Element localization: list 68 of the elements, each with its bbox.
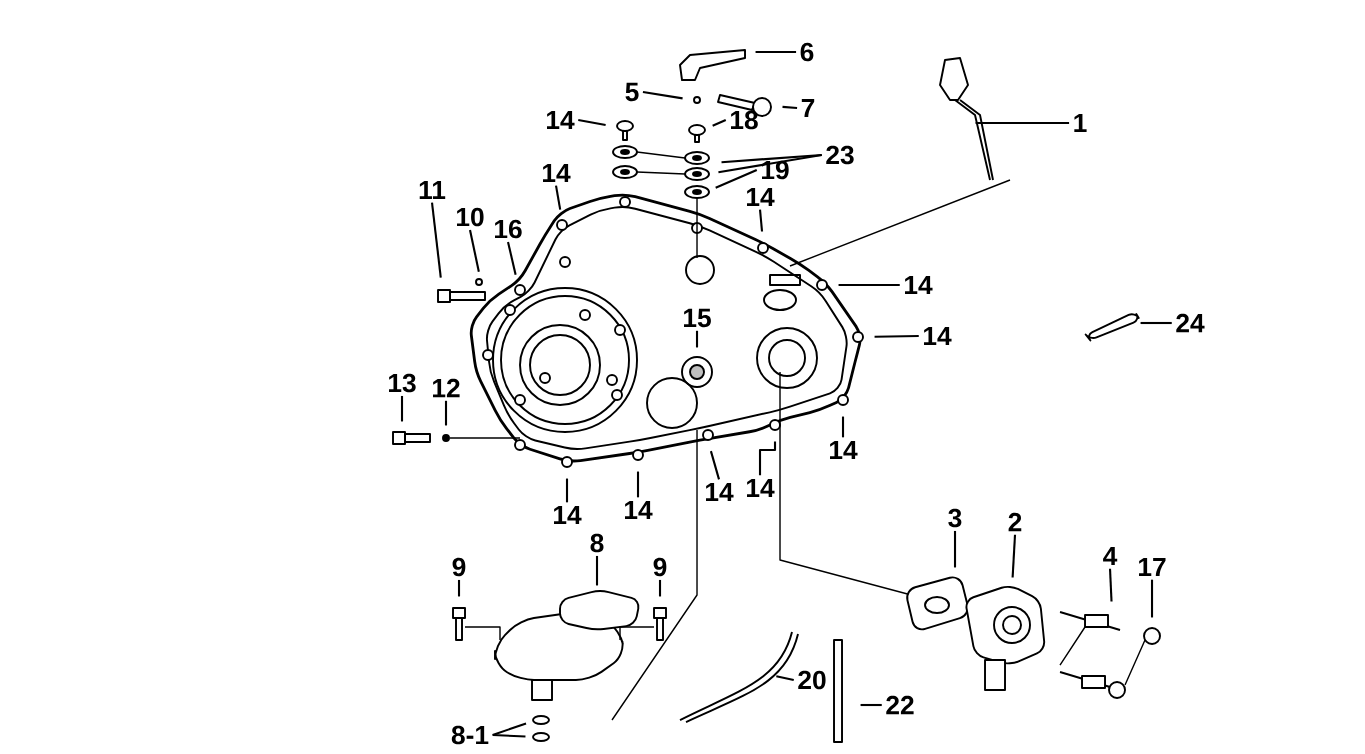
callout-number: 8-1	[451, 725, 489, 745]
leader-line	[457, 579, 461, 597]
leader-line	[636, 471, 640, 498]
leader-line	[1150, 579, 1154, 618]
callout-number: 14	[706, 482, 734, 502]
leader-line	[642, 90, 683, 100]
callout-number: 6	[800, 42, 814, 62]
callout-number: 14	[547, 110, 575, 130]
callout-number: 5	[625, 82, 639, 102]
leader-line	[400, 395, 404, 422]
callout-number: 7	[801, 98, 815, 118]
leader-line	[975, 121, 1070, 125]
leader-line	[444, 400, 448, 426]
leader-line	[718, 153, 822, 174]
callout-number: 14	[905, 275, 933, 295]
leader-line	[758, 209, 764, 232]
callout-number: 13	[389, 373, 416, 393]
leader-line	[554, 185, 562, 210]
leader-line	[492, 722, 527, 736]
callout-number: 20	[798, 670, 826, 690]
leader-line	[507, 241, 517, 275]
callout-number: 11	[419, 180, 446, 200]
callout-number: 4	[1103, 546, 1118, 566]
leader-line	[758, 441, 777, 476]
callout-number: 22	[886, 695, 914, 715]
callout-number: 16	[495, 219, 522, 239]
leader-line	[776, 675, 794, 682]
callout-number: 3	[948, 508, 962, 528]
leader-line	[1140, 321, 1172, 325]
leader-line	[695, 330, 699, 348]
callout-number: 12	[433, 378, 460, 398]
leader-line	[860, 703, 882, 707]
callout-number: 14	[625, 500, 653, 520]
leader-line	[468, 229, 480, 272]
leader-line	[874, 334, 919, 338]
callout-number: 2	[1008, 512, 1022, 532]
leader-line	[712, 119, 727, 127]
callout-number: 9	[653, 557, 667, 577]
callout-number: 24	[1176, 313, 1205, 333]
leader-line	[658, 579, 662, 597]
leader-line	[430, 202, 442, 278]
leader-line	[838, 283, 900, 287]
leader-line	[782, 105, 798, 110]
callout-number: 17	[1139, 557, 1166, 577]
callout-number: 14	[554, 505, 582, 525]
leader-line	[755, 50, 797, 54]
callout-number: 14	[830, 440, 858, 460]
leader-line	[565, 478, 569, 503]
callout-number: 8	[590, 533, 604, 553]
callout-number: 18	[731, 110, 758, 130]
callout-number: 14	[924, 326, 952, 346]
callout-number: 1	[1074, 113, 1087, 133]
leader-line	[578, 118, 606, 127]
callout-number: 14	[747, 187, 775, 207]
callout-number: 15	[684, 308, 711, 328]
callout-number: 10	[457, 207, 484, 227]
leader-line	[492, 733, 526, 738]
leader-line	[595, 555, 599, 586]
leader-line	[1011, 534, 1017, 578]
leader-line	[841, 416, 845, 438]
leader-line	[709, 450, 721, 480]
callout-number: 23	[826, 145, 854, 165]
leader-line	[953, 530, 957, 568]
callout-number: 14	[543, 163, 571, 183]
leader-line	[715, 169, 758, 189]
leader-line	[1108, 568, 1113, 602]
callout-number: 14	[747, 478, 775, 498]
callout-number: 9	[452, 557, 466, 577]
